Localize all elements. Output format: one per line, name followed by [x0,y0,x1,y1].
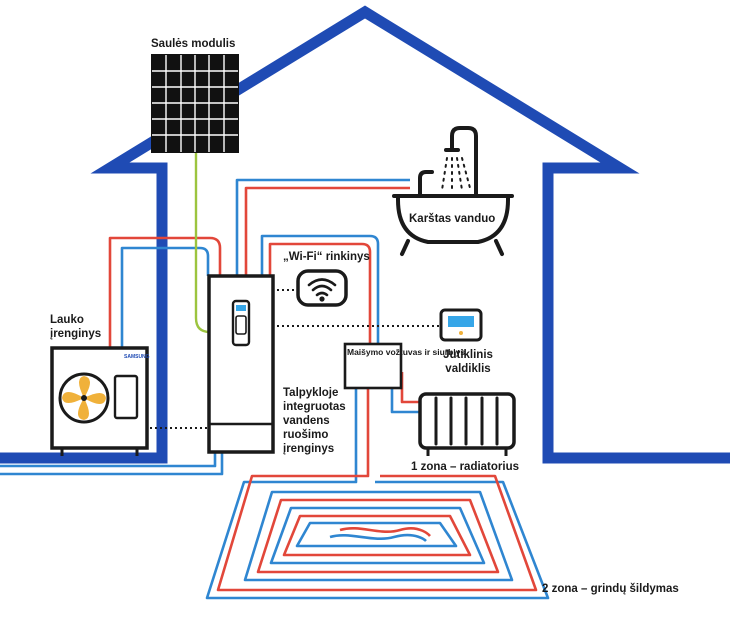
bathtub-icon [392,170,514,256]
house-outline [0,5,730,464]
solar-panel-icon [151,54,239,153]
wifi-kit-label: „Wi-Fi“ rinkinys [283,251,370,263]
touch-controller-label: Jutiklinis valdiklis [443,349,493,375]
outdoor-unit-pipes [0,236,224,476]
hot-water-label: Karštas vanduo [409,213,496,225]
shower-head-icon [441,126,478,198]
hot-water-pipes [235,178,410,276]
solar-module-label: Saulės modulis [151,38,236,50]
tank-unit [207,274,275,454]
tank-unit-label: Talpykloje integruotas vandens ruošimo į… [283,387,346,455]
outdoor-unit: SAMSUNG [50,346,150,456]
zone1-label: 1 zona – radiatorius [411,461,520,473]
radiator-icon [418,392,516,456]
wifi-kit-device [296,269,348,307]
mixing-valve-box [343,342,403,390]
fan-icon [62,376,106,420]
underfloor-heating-loop [205,455,550,600]
wifi-icon [307,278,337,302]
mixing-valve-label: Maišymo vožtuvas ir siurblys [347,347,466,357]
thermostat-controller-icon [439,308,483,342]
brand-logo: SAMSUNG [124,354,150,360]
outdoor-unit-label: Lauko įrenginys [50,314,102,340]
control-links [145,289,440,429]
zone2-label: 2 zona – grindų šildymas [542,583,679,595]
